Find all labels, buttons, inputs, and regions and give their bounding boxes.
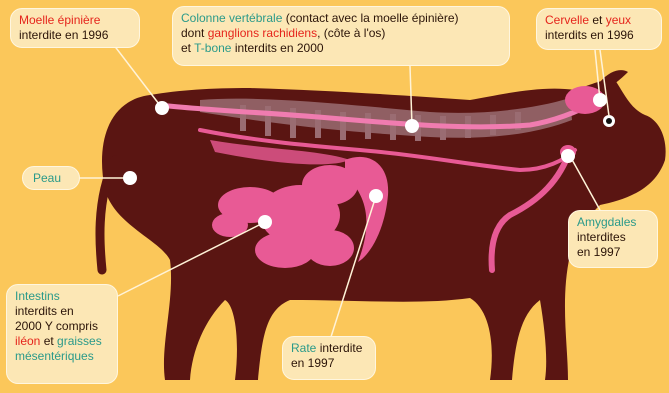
label-cervelle-yeux: Cervelle et yeux interdits en 1996 — [536, 8, 662, 50]
term-cervelle: Cervelle — [545, 13, 589, 27]
cervelle-text: interdits en 1996 — [545, 28, 634, 42]
colonne-text-2: dont — [181, 26, 208, 40]
cervelle-and: et — [589, 13, 606, 27]
term-amygdales: Amygdales — [577, 215, 636, 229]
colonne-text-5: interdits en 2000 — [231, 41, 323, 55]
rate-text-1: interdite — [316, 341, 362, 355]
cow-tail — [100, 160, 115, 270]
rate-text-2: en 1997 — [291, 356, 334, 370]
intestins-text-1: interdits en — [15, 304, 74, 318]
term-ganglions: ganglions rachidiens — [208, 26, 317, 40]
label-rate: Rate interdite en 1997 — [282, 336, 376, 380]
label-moelle-epiniere: Moelle épinière interdite en 1996 — [10, 8, 140, 48]
term-intestins: Intestins — [15, 289, 60, 303]
intestins-text-2: 2000 Y compris — [15, 319, 98, 333]
moelle-text: interdite en 1996 — [19, 28, 108, 42]
term-colonne: Colonne vertébrale — [181, 11, 282, 25]
colonne-text-4: et — [181, 41, 194, 55]
term-peau: Peau — [33, 171, 61, 185]
label-peau: Peau — [22, 166, 80, 190]
term-graisses: graisses — [57, 334, 102, 348]
term-ileon: iléon — [15, 334, 40, 348]
term-moelle: Moelle épinière — [19, 13, 100, 27]
amygdales-text-1: interdites — [577, 230, 626, 244]
term-rate: Rate — [291, 341, 316, 355]
eye-pupil — [606, 118, 612, 124]
colonne-text-3: , (côte à l'os) — [317, 26, 385, 40]
term-tbone: T-bone — [194, 41, 231, 55]
term-yeux: yeux — [606, 13, 631, 27]
colonne-text-1: (contact avec la moelle épinière) — [282, 11, 458, 25]
term-mesenteriques: mésentériques — [15, 349, 94, 363]
label-amygdales: Amygdales interdites en 1997 — [568, 210, 658, 268]
label-intestins: Intestins interdits en 2000 Y compris il… — [6, 284, 118, 384]
intestins-and: et — [40, 334, 57, 348]
amygdales-text-2: en 1997 — [577, 245, 620, 259]
label-colonne-vertebrale: Colonne vertébrale (contact avec la moel… — [172, 6, 510, 66]
